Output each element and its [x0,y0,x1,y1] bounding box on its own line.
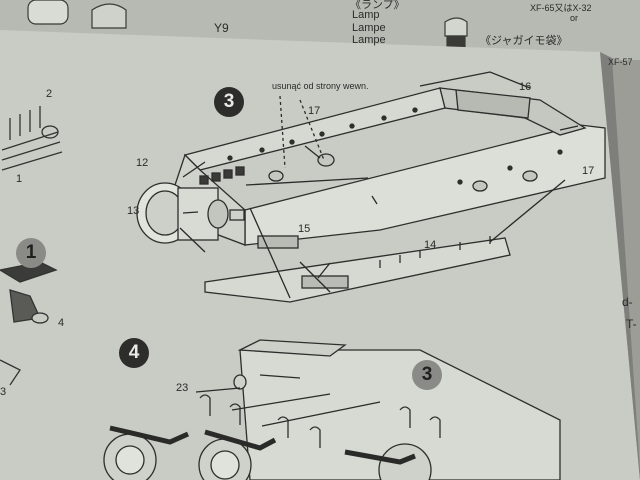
part-label-15: 15 [298,223,311,235]
right-edge-text-2: T- [626,317,637,331]
bag-jp-label: 《ジャガイモ袋》 [480,35,568,47]
step3-hull-drawing [136,87,606,303]
step4-arrows [195,374,381,427]
step-3-badge: 3 [214,87,244,117]
step-4-badge: 4 [119,338,149,368]
lamp-de-label: Lampe [352,22,386,34]
step3-arrows [179,71,579,299]
step4-drawing [103,339,561,480]
part-label-3: 3 [0,386,7,398]
step-1-badge: 1 [16,238,46,268]
part-label-2: 2 [46,88,53,100]
step-3-reference-badge: 3 [412,360,442,390]
lamp-fr-label: Lampe [352,34,386,46]
main-sheet-shadow [600,52,640,480]
main-sheet [0,30,640,480]
part-label-23: 23 [176,382,189,394]
left-strip-drawing [0,106,63,386]
part-label-16: 16 [519,81,532,93]
remove-inside-annotation: usunąć od strony wewn. [272,81,369,91]
paint-code-xf57: XF-57 [608,57,633,67]
part-label-17a: 17 [308,105,321,117]
or-label: or [570,13,579,23]
part-label-13: 13 [127,205,140,217]
part-label-4: 4 [58,317,65,329]
lamp-jp-label: 《ランプ》 [350,0,405,11]
part-label-14: 14 [424,239,437,251]
part-label-12: 12 [136,157,149,169]
part-label-1: 1 [16,173,23,185]
part-label-17b: 17 [582,165,595,177]
lamp-en-label: Lamp [352,9,380,21]
right-edge-text-1: d- [622,295,633,309]
paint-code-label: XF-65又はX-32 [530,3,592,13]
part-label-y9: Y9 [214,21,229,35]
